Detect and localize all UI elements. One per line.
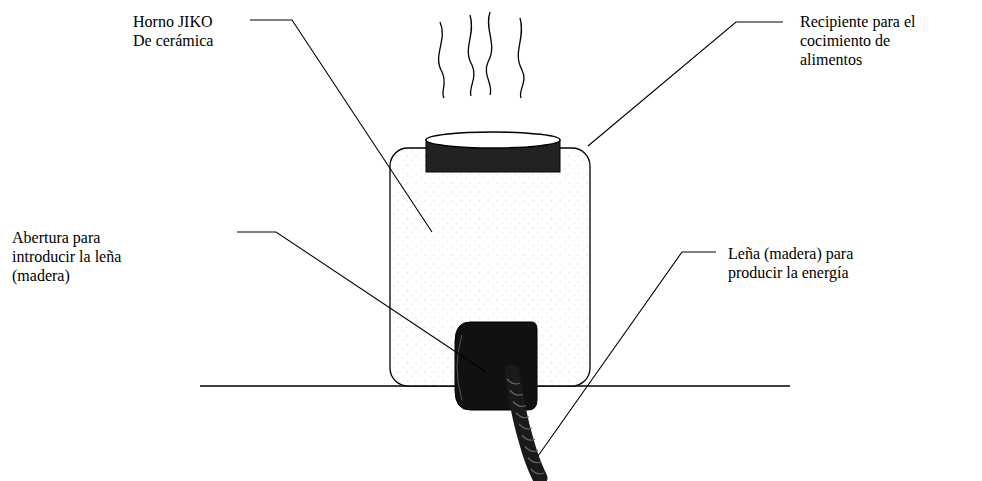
leader-lines bbox=[237, 20, 783, 456]
firewood bbox=[507, 372, 544, 478]
part-label: Recipiente para el cocimiento de aliment… bbox=[800, 12, 935, 69]
part-label: Horno JIKO De cerámica bbox=[133, 12, 233, 50]
steam-lines bbox=[439, 12, 524, 98]
part-label: Abertura para introducir la leña (madera… bbox=[12, 228, 137, 285]
fuel-opening bbox=[455, 322, 537, 410]
part-label: Leña (madera) para producir la energía bbox=[728, 244, 873, 282]
